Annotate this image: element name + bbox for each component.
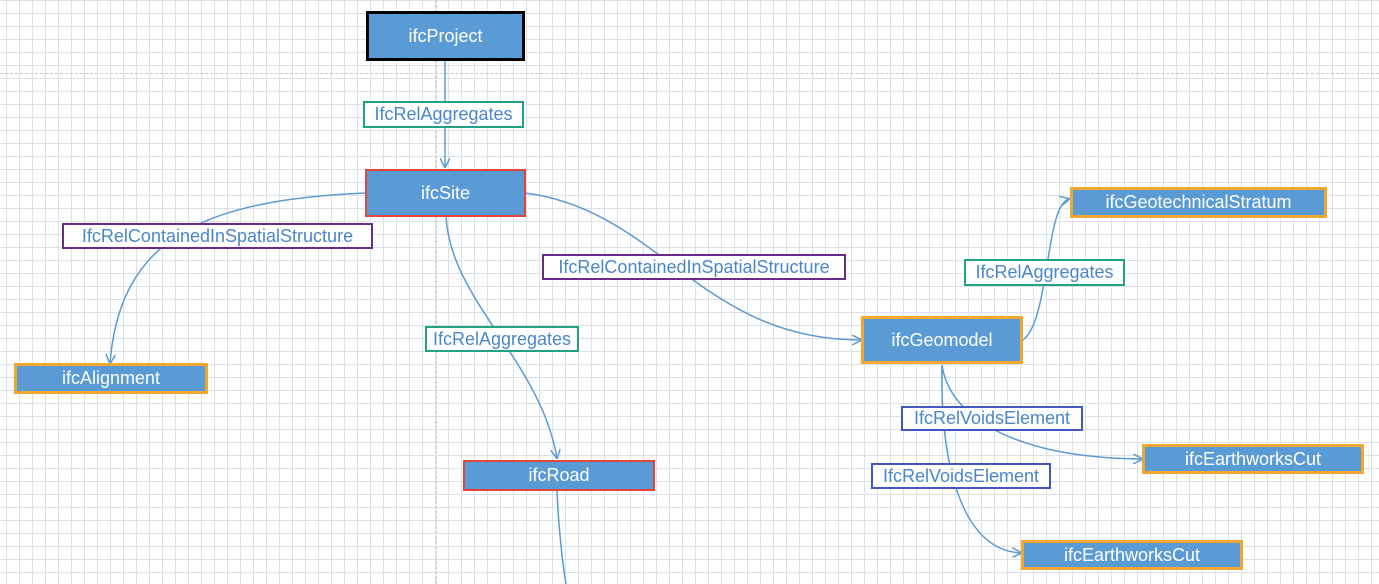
node-ifc-road[interactable]: ifcRoad [463,460,655,491]
node-ifc-project[interactable]: ifcProject [366,11,525,61]
node-ifc-geotechnical-stratum[interactable]: ifcGeotechnicalStratum [1070,187,1327,218]
relation-label-site-road: IfcRelAggregates [425,326,579,352]
node-ifc-geomodel[interactable]: ifcGeomodel [861,316,1023,364]
node-ifc-earthworks-cut-1[interactable]: ifcEarthworksCut [1142,444,1364,474]
node-ifc-earthworks-cut-2[interactable]: ifcEarthworksCut [1021,540,1243,570]
horizontal-guide-line [0,73,1379,74]
node-ifc-alignment[interactable]: ifcAlignment [14,363,208,394]
relation-label-geomodel-cut-2: IfcRelVoidsElement [871,463,1051,489]
vertical-guide-line [436,0,437,584]
relation-label-geomodel-cut-1: IfcRelVoidsElement [901,406,1083,431]
relation-label-geomodel-stratum: IfcRelAggregates [964,259,1125,286]
edge-road-down [556,489,567,584]
relation-label-project-site: IfcRelAggregates [363,101,524,128]
node-ifc-site[interactable]: ifcSite [365,169,526,217]
relation-label-site-geomodel: IfcRelContainedInSpatialStructure [542,254,846,280]
edge-site-alignment [110,192,367,363]
relation-label-site-alignment: IfcRelContainedInSpatialStructure [62,223,373,249]
edge-geomodel-cut-2 [941,364,1021,553]
edge-geomodel-cut-1 [941,364,1142,459]
